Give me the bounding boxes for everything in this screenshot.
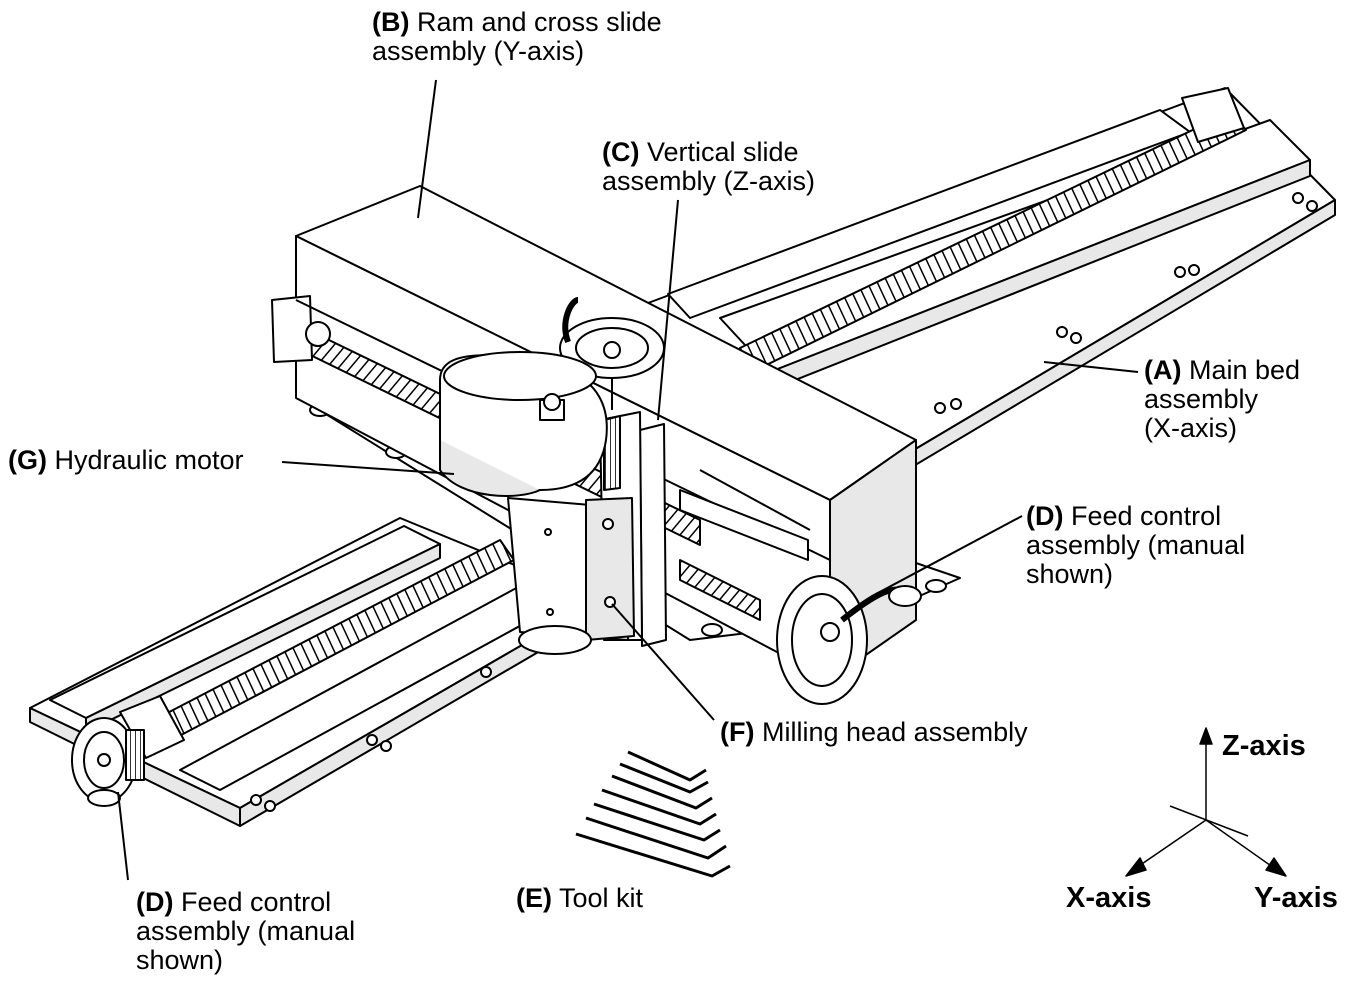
label-f-line1: Milling head assembly <box>762 717 1028 747</box>
label-d-left-line1: Feed control <box>181 887 332 917</box>
label-d-right-code: (D) <box>1026 501 1064 531</box>
axis-label-y: Y-axis <box>1254 882 1338 914</box>
axis-triad <box>1125 727 1287 877</box>
label-a: (A) Main bed assembly (X-axis) <box>1144 356 1300 443</box>
label-c-code: (C) <box>602 137 640 167</box>
leader-lines <box>117 79 1139 881</box>
label-f: (F) Milling head assembly <box>720 718 1028 747</box>
label-e: (E) Tool kit <box>516 884 643 913</box>
label-g-line1: Hydraulic motor <box>54 445 244 475</box>
label-d-right-line2: assembly (manual <box>1026 530 1246 560</box>
label-d-left-code: (D) <box>136 887 174 917</box>
label-d-right-line3: shown) <box>1026 559 1114 589</box>
label-d-left-line3: shown) <box>136 945 224 975</box>
label-a-line1: Main bed <box>1189 355 1301 385</box>
label-b-code: (B) <box>372 7 410 37</box>
label-e-code: (E) <box>516 883 552 913</box>
milling-head-assembly <box>507 497 635 655</box>
axis-label-x: X-axis <box>1066 882 1152 914</box>
label-e-line1: Tool kit <box>559 883 644 913</box>
feed-control-handwheel-left <box>71 717 145 807</box>
main-bed-lower <box>29 517 601 827</box>
axis-label-z: Z-axis <box>1222 730 1306 762</box>
label-d-left-line2: assembly (manual <box>136 916 356 946</box>
label-c: (C) Vertical slide assembly (Z-axis) <box>602 138 815 196</box>
label-d-right: (D) Feed control assembly (manual shown) <box>1026 502 1245 589</box>
label-b-line1: Ram and cross slide <box>417 7 662 37</box>
hydraulic-motor <box>439 351 608 497</box>
main-bed-assembly <box>639 87 1336 487</box>
label-b-line2: assembly (Y-axis) <box>372 36 585 66</box>
label-d-right-line1: Feed control <box>1071 501 1222 531</box>
label-f-code: (F) <box>720 717 755 747</box>
label-c-line1: Vertical slide <box>647 137 799 167</box>
label-a-code: (A) <box>1144 355 1182 385</box>
label-a-line3: (X-axis) <box>1144 413 1237 443</box>
label-d-left: (D) Feed control assembly (manual shown) <box>136 888 355 975</box>
label-c-line2: assembly (Z-axis) <box>602 166 816 196</box>
label-a-line2: assembly <box>1144 384 1259 414</box>
feed-control-handwheel-right <box>776 575 922 705</box>
label-g-code: (G) <box>8 445 47 475</box>
label-g: (G) Hydraulic motor <box>8 446 244 475</box>
tool-kit-hex-keys <box>575 750 731 878</box>
label-b: (B) Ram and cross slide assembly (Y-axis… <box>372 8 662 66</box>
